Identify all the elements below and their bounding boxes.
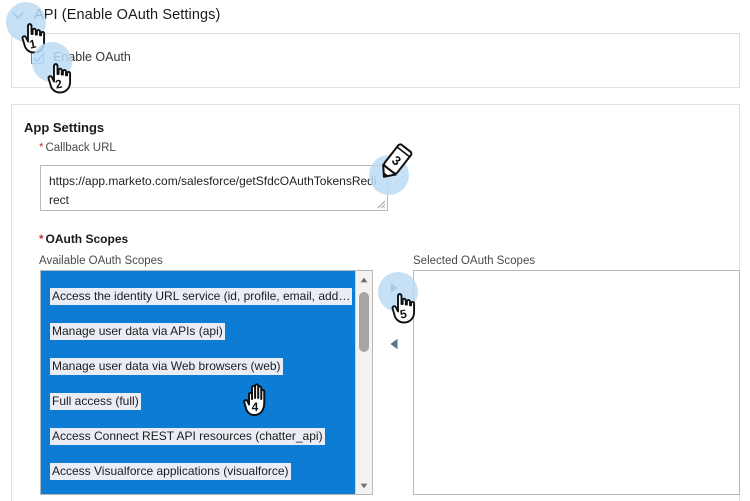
available-scopes-list[interactable]: Access the identity URL service (id, pro… bbox=[40, 270, 373, 495]
scroll-down-button[interactable] bbox=[356, 477, 372, 494]
list-item-label: Manage user data via APIs (api) bbox=[50, 323, 225, 340]
available-scopes-label: Available OAuth Scopes bbox=[39, 255, 163, 267]
selected-scopes-label: Selected OAuth Scopes bbox=[413, 255, 536, 267]
list-item[interactable]: Manage user data via Web browsers (web) bbox=[41, 349, 355, 384]
oauth-scopes-label: OAuth Scopes bbox=[39, 232, 128, 246]
caret-up-icon bbox=[360, 277, 368, 282]
scrollbar-thumb[interactable] bbox=[359, 292, 369, 352]
enable-oauth-card bbox=[11, 33, 740, 88]
app-settings-title: App Settings bbox=[24, 120, 105, 135]
list-item-label: Manage user data via Web browsers (web) bbox=[50, 358, 283, 375]
section-title: API (Enable OAuth Settings) bbox=[34, 7, 221, 23]
list-item[interactable]: Access the identity URL service (id, pro… bbox=[41, 279, 355, 314]
available-scopes-scrollbar[interactable] bbox=[355, 271, 372, 494]
list-item[interactable]: Manage user data via APIs (api) bbox=[41, 314, 355, 349]
left-arrow-icon bbox=[390, 338, 398, 350]
selected-scopes-items bbox=[414, 271, 739, 494]
callback-url-value: https://app.marketo.com/salesforce/getSf… bbox=[49, 174, 377, 207]
selected-scopes-list[interactable] bbox=[413, 270, 740, 495]
list-item[interactable]: Access Connect REST API resources (chatt… bbox=[41, 419, 355, 454]
list-item-label: Access the identity URL service (id, pro… bbox=[50, 288, 353, 305]
list-item-label: Access Visualforce applications (visualf… bbox=[50, 463, 291, 480]
remove-scope-button[interactable] bbox=[385, 335, 403, 353]
available-scopes-items: Access the identity URL service (id, pro… bbox=[41, 271, 355, 494]
list-item-label: Access Connect REST API resources (chatt… bbox=[50, 428, 325, 445]
list-item[interactable]: Full access (full) bbox=[41, 384, 355, 419]
scroll-up-button[interactable] bbox=[356, 271, 372, 288]
list-item[interactable]: Access Visualforce applications (visualf… bbox=[41, 454, 355, 489]
callback-url-textarea[interactable]: https://app.marketo.com/salesforce/getSf… bbox=[40, 165, 388, 211]
annotation-halo-2 bbox=[32, 42, 72, 82]
list-item-label: Full access (full) bbox=[50, 393, 141, 410]
enable-oauth-label: Enable OAuth bbox=[53, 50, 131, 64]
annotation-halo-5 bbox=[378, 272, 418, 312]
resize-grip-icon[interactable] bbox=[376, 199, 386, 209]
caret-down-icon bbox=[360, 483, 368, 488]
annotation-halo-1 bbox=[6, 2, 46, 42]
callback-url-label: Callback URL bbox=[39, 142, 115, 154]
annotation-halo-3 bbox=[369, 155, 409, 195]
